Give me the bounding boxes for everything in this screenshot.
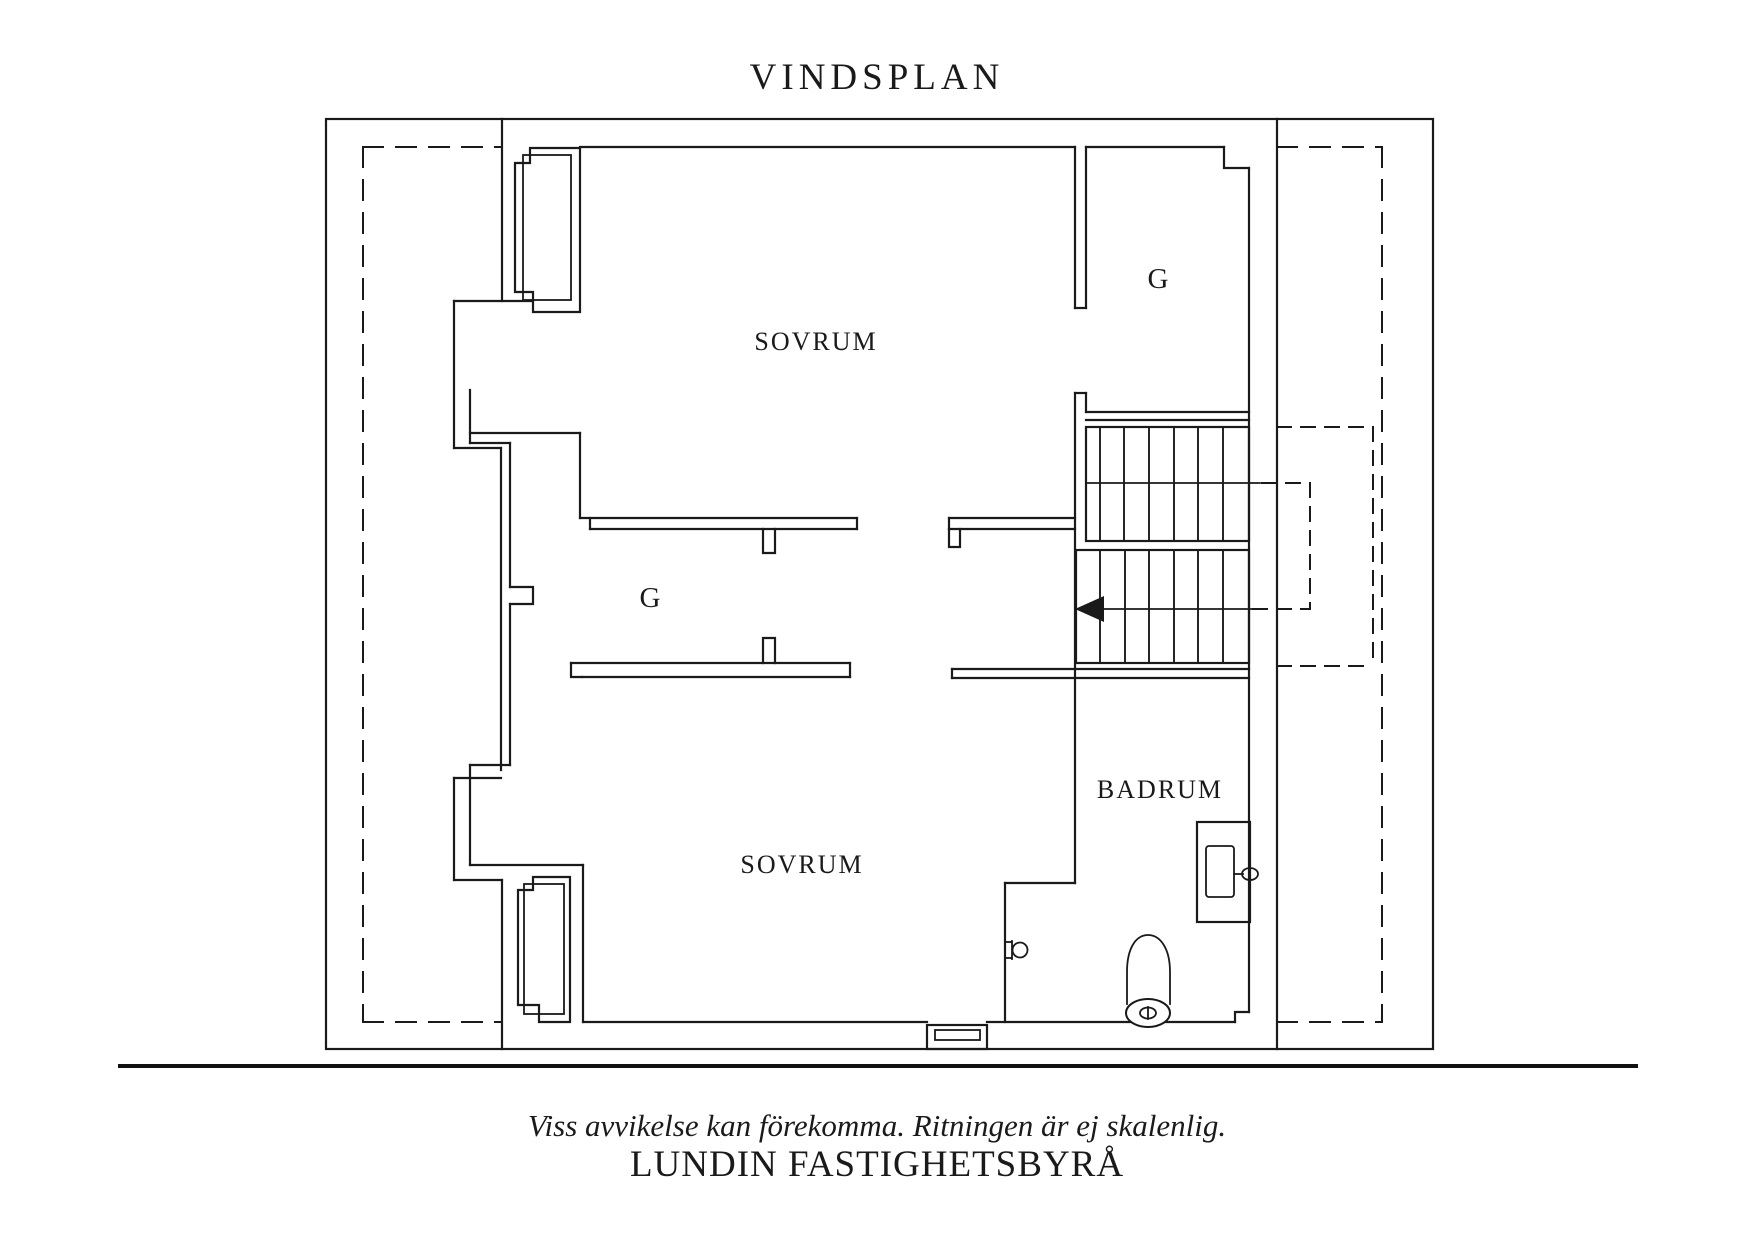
- footer-brand: LUNDIN FASTIGHETSBYRÅ: [629, 1144, 1125, 1185]
- bathroom-walls: [581, 881, 1237, 1024]
- footer-divider: [118, 1064, 1638, 1068]
- staircase: [1074, 425, 1261, 665]
- window-hatch: [925, 1023, 989, 1051]
- chimney-bottom: [516, 875, 572, 1024]
- room-label-sovrum-top: SOVRUM: [754, 327, 877, 356]
- door-handle-icon: [1004, 940, 1029, 960]
- interior-walls-top: [578, 117, 1279, 1051]
- stair-opening-dashed: [1276, 426, 1374, 667]
- page-title: VINDSPLAN: [749, 57, 1005, 98]
- dashed-ceiling-line-right: [1276, 146, 1383, 1023]
- room-label-badrum: BADRUM: [1097, 775, 1223, 804]
- stair-headroom-dashed: [1252, 482, 1311, 610]
- sink-icon: [1195, 820, 1259, 924]
- corridor-walls: [569, 431, 1251, 680]
- chimney-top: [513, 146, 582, 314]
- toilet-icon: [1125, 934, 1171, 1028]
- room-label-garderob-top: G: [1148, 263, 1169, 295]
- stair-direction-arrow: [1075, 482, 1261, 622]
- room-label-garderob-middle: G: [640, 582, 661, 614]
- interior-walls-left: [452, 117, 585, 1051]
- outer-walls: [324, 117, 1435, 1051]
- dashed-ceiling-line-left: [362, 146, 503, 1023]
- footer-disclaimer: Viss avvikelse kan förekomma. Ritningen …: [527, 1108, 1227, 1143]
- room-label-sovrum-bottom: SOVRUM: [740, 850, 863, 879]
- stairs-upper-flight: [1084, 425, 1251, 543]
- arrow-head-icon: [1075, 596, 1104, 622]
